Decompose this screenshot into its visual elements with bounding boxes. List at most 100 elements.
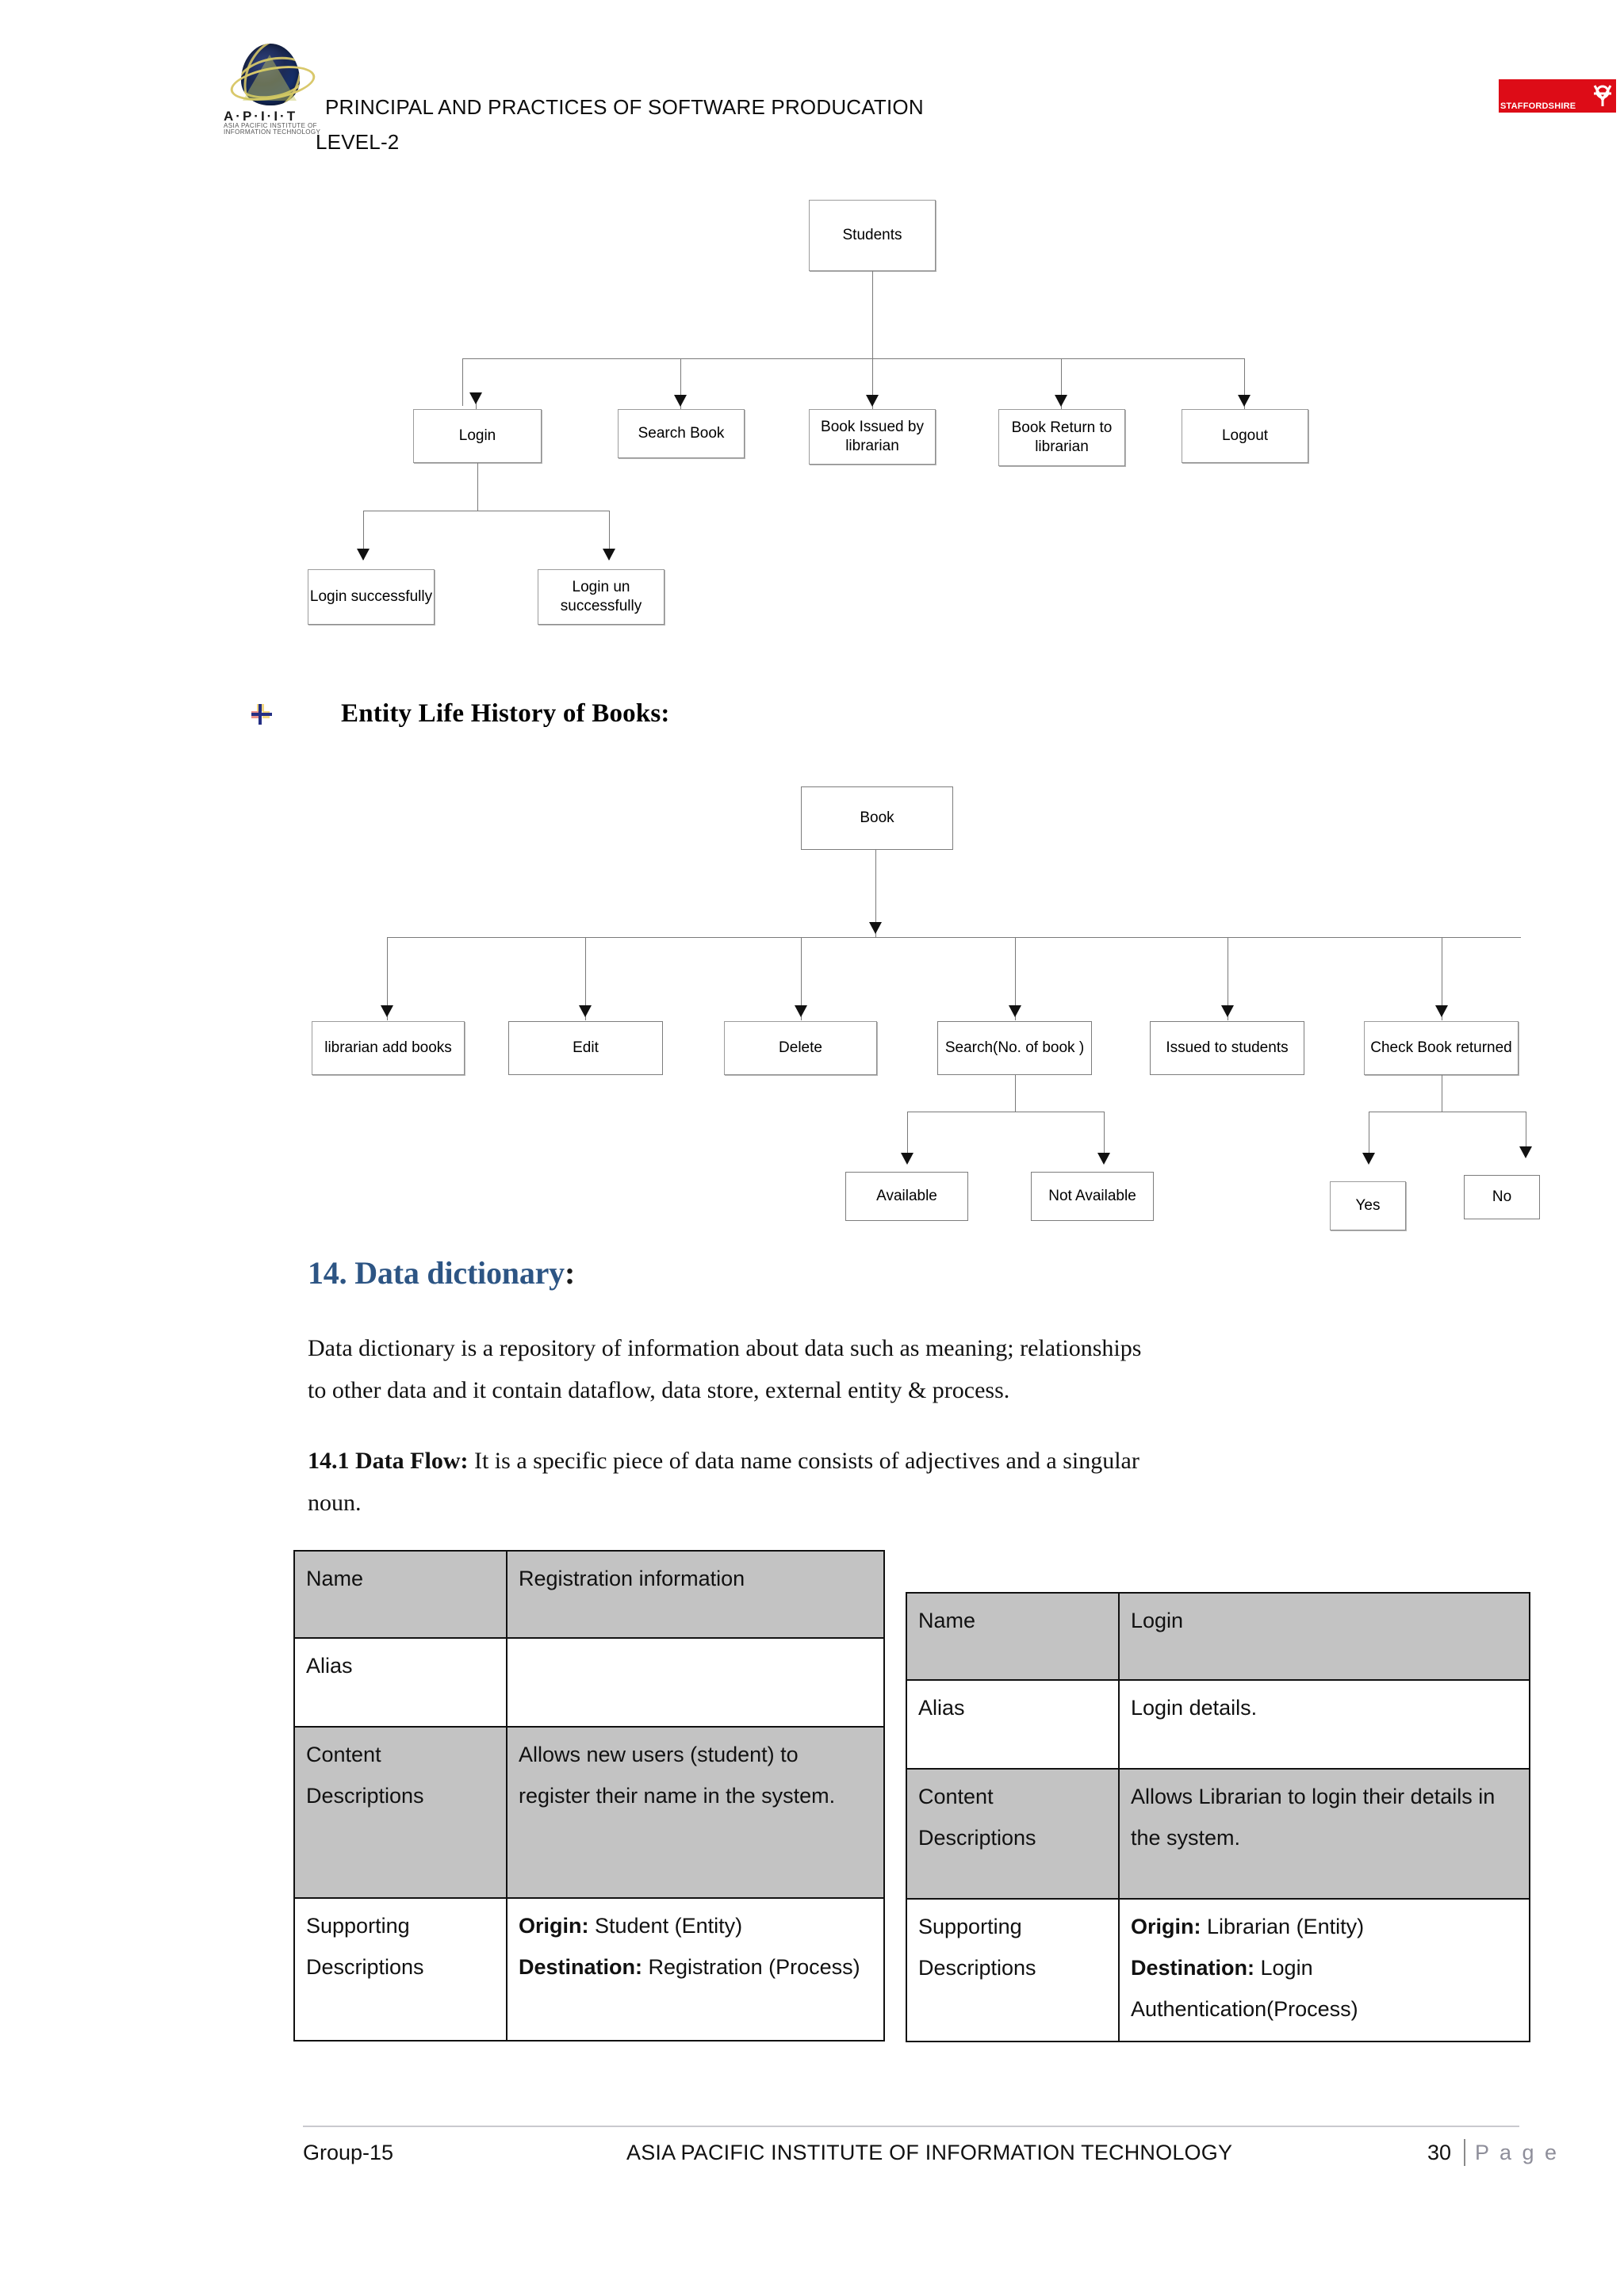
apiit-logo-subtext: ASIA PACIFIC INSTITUTE OF INFORMATION TE… xyxy=(224,122,321,136)
connector-drop-login-fail xyxy=(609,511,610,560)
table-row: Name Registration information xyxy=(293,1550,885,1639)
origin-value: Librarian (Entity) xyxy=(1201,1915,1365,1938)
page-left-margin xyxy=(0,0,213,2296)
cell-value-supporting-descriptions: Origin: Librarian (Entity) Destination: … xyxy=(1118,1898,1530,2042)
footer-institute: ASIA PACIFIC INSTITUTE OF INFORMATION TE… xyxy=(626,2141,1233,2164)
arrow-book-bus xyxy=(869,922,882,934)
connector-drop-edit xyxy=(585,937,586,1020)
node-edit: Edit xyxy=(508,1021,663,1075)
node-book: Book xyxy=(801,786,953,850)
cell-label-content-descriptions: Content Descriptions xyxy=(293,1726,508,1899)
node-delete: Delete xyxy=(724,1021,877,1075)
cell-label-alias: Alias xyxy=(906,1679,1120,1770)
cell-value-content-descriptions: Allows new users (student) to register t… xyxy=(506,1726,885,1899)
connector-drop-login xyxy=(462,358,463,406)
staffordshire-logo-block xyxy=(1499,79,1588,113)
node-logout: Logout xyxy=(1182,409,1308,463)
connector-drop-search xyxy=(1015,937,1016,1020)
connector-drop-logout xyxy=(1244,358,1245,410)
origin-label: Origin: xyxy=(1131,1915,1201,1938)
cell-value-supporting-descriptions: Origin: Student (Entity) Destination: Re… xyxy=(506,1897,885,2042)
footer-page-number: 30 xyxy=(1427,2141,1452,2164)
connector-drop-not-available xyxy=(1104,1112,1105,1163)
connector-drop-available xyxy=(907,1112,908,1163)
globe-icon xyxy=(241,44,300,105)
connector-book-bus xyxy=(387,937,1521,938)
arrow-search-book xyxy=(674,395,687,407)
connector-drop-search xyxy=(680,358,681,410)
page-section-heading: 14. Data dictionary: xyxy=(308,1254,575,1292)
arrow-edit xyxy=(579,1005,592,1017)
connector-drop-librarian-add xyxy=(387,937,388,1020)
apiit-logo-wordmark: A·P·I·I·T xyxy=(224,109,298,124)
cell-value-content-descriptions: Allows Librarian to login their details … xyxy=(1118,1768,1530,1900)
triangle-icon xyxy=(243,55,297,101)
node-librarian-add-books: librarian add books xyxy=(312,1021,465,1075)
connector-drop-issued xyxy=(872,358,873,410)
connector-book-stem xyxy=(875,850,876,937)
section-intro-line-1: Data dictionary is a repository of infor… xyxy=(308,1335,1142,1361)
table-login: Name Login Alias Login details. Content … xyxy=(906,1592,1530,2042)
table-row: Alias xyxy=(293,1637,885,1728)
arrow-available xyxy=(901,1153,914,1165)
node-book-issued-by-librarian: Book Issued by librarian xyxy=(809,409,936,465)
table-registration-information: Name Registration information Alias Cont… xyxy=(293,1550,885,2042)
connector-login-stem xyxy=(477,463,478,511)
footer-page-word: P a g e xyxy=(1475,2141,1560,2164)
node-login: Login xyxy=(413,409,542,463)
section-intro-line-2: to other data and it contain dataflow, d… xyxy=(308,1377,1010,1403)
arrow-librarian-add-books xyxy=(381,1005,393,1017)
node-login-successfully: Login successfully xyxy=(308,569,435,625)
staffordshire-logo-line2: UNIVERSITY xyxy=(1500,112,1555,121)
section-title: Data dictionary xyxy=(354,1255,565,1291)
section-colon: : xyxy=(564,1255,576,1291)
table-row: Supporting Descriptions Origin: Libraria… xyxy=(906,1898,1530,2042)
footer-group: Group-15 xyxy=(303,2141,394,2164)
heading-entity-life-history: Entity Life History of Books: xyxy=(341,699,670,728)
destination-label: Destination: xyxy=(519,1955,643,1979)
arrow-not-available xyxy=(1097,1153,1110,1165)
connector-drop-return xyxy=(1061,358,1062,410)
footer-separator xyxy=(1464,2139,1465,2166)
cell-label-name: Name xyxy=(293,1550,508,1639)
arrow-no xyxy=(1519,1146,1532,1158)
arrow-search-no-of-book xyxy=(1009,1005,1021,1017)
table-row: Name Login xyxy=(906,1592,1530,1681)
section-number: 14. xyxy=(308,1255,347,1291)
cell-label-alias: Alias xyxy=(293,1637,508,1728)
cell-label-name: Name xyxy=(906,1592,1120,1681)
arrow-login-success xyxy=(357,549,370,561)
connector-bus xyxy=(462,358,1244,359)
destination-label: Destination: xyxy=(1131,1956,1255,1980)
arrow-login-fail xyxy=(603,549,615,561)
arrow-check-book-returned xyxy=(1435,1005,1448,1017)
connector-drop-delete xyxy=(801,937,802,1020)
node-students: Students xyxy=(809,200,936,271)
node-no: No xyxy=(1464,1175,1540,1219)
table-row: Content Descriptions Allows new users (s… xyxy=(293,1726,885,1899)
node-login-un-successfully: Login un successfully xyxy=(538,569,665,625)
page-header: A·P·I·I·T ASIA PACIFIC INSTITUTE OF INFO… xyxy=(0,0,1624,174)
node-book-return-to-librarian: Book Return to librarian xyxy=(998,409,1125,466)
cell-value-name: Login xyxy=(1118,1592,1530,1681)
cell-value-name: Registration information xyxy=(506,1550,885,1639)
node-search-no-of-book: Search(No. of book ) xyxy=(937,1021,1092,1075)
arrow-delete xyxy=(795,1005,807,1017)
node-available: Available xyxy=(845,1172,968,1221)
node-issued-to-students: Issued to students xyxy=(1150,1021,1304,1075)
staffordshire-logo-block-right xyxy=(1588,79,1616,113)
header-level: LEVEL-2 xyxy=(316,130,400,154)
table-row: Alias Login details. xyxy=(906,1679,1530,1770)
node-yes: Yes xyxy=(1330,1181,1406,1230)
arrow-login xyxy=(469,392,482,404)
subsection-label: 14.1 Data Flow: xyxy=(308,1448,469,1474)
apiit-logo-icon: A·P·I·I·T ASIA PACIFIC INSTITUTE OF INFO… xyxy=(224,44,320,136)
footer-divider xyxy=(303,2126,1519,2127)
staffordshire-knot-icon xyxy=(1591,82,1614,108)
subsection-data-flow-line-2: noun. xyxy=(308,1490,362,1516)
destination-value: Registration (Process) xyxy=(642,1955,860,1979)
connector-search-stem xyxy=(1015,1075,1016,1112)
cell-label-supporting-descriptions: Supporting Descriptions xyxy=(293,1897,508,2042)
table-row: Supporting Descriptions Origin: Student … xyxy=(293,1897,885,2042)
